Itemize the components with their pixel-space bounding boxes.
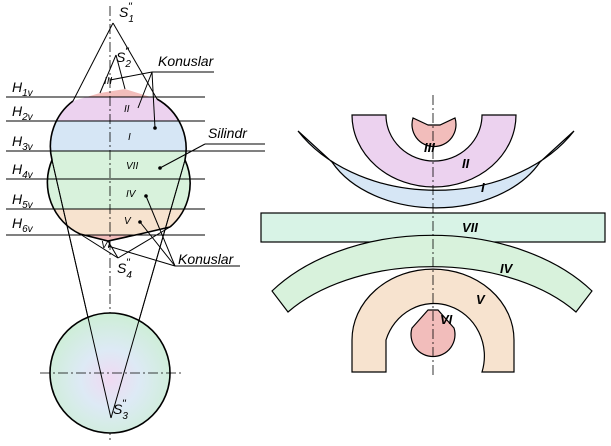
label-konuslar-bottom: Konuslar [178, 251, 235, 267]
zone-label-IV: IV [126, 189, 137, 200]
apex-label-s2: S2" [116, 46, 131, 70]
apex-label-s4: S4" [117, 257, 132, 281]
plane-label-h3: H3v [12, 133, 34, 153]
leader-dot [144, 194, 148, 198]
part-label-V: V [476, 292, 486, 307]
zone-label-VI: VI [101, 240, 111, 251]
cone-s3-left-overlay [51, 159, 112, 419]
plane-label-h2: H2v [12, 103, 34, 123]
cone-s2-right [115, 54, 126, 90]
part-II [351, 114, 517, 188]
cone-s2-left [99, 54, 117, 94]
plane-label-h1: H1v [12, 79, 34, 99]
plane-label-h6: H6v [12, 215, 34, 235]
label-konuslar-top: Konuslar [158, 53, 215, 69]
cone-s4-left [79, 233, 119, 259]
exploded-view: III II I VII IV V VI [260, 95, 606, 378]
zone-label-II: II [124, 104, 130, 115]
zone-label-I: I [128, 132, 131, 143]
zone-label-V: V [124, 216, 132, 227]
bottom-edge [79, 226, 171, 242]
zone-bands [47, 89, 191, 241]
part-V [351, 268, 515, 373]
leader-dot [153, 126, 157, 130]
band-VII [47, 151, 191, 179]
apex-label-s3: S3" [113, 398, 128, 422]
zone-label-VII: VII [126, 161, 138, 172]
part-label-II: II [462, 156, 470, 171]
leader-dot [138, 220, 142, 224]
part-IV [271, 234, 593, 313]
part-label-IV: IV [500, 261, 514, 276]
leader-lines [107, 71, 265, 267]
zone-label-III: III [104, 76, 113, 87]
band-VI [47, 235, 191, 241]
cone-s3-right-overlay [110, 159, 186, 419]
leader-dot [158, 166, 162, 170]
plane-lines [6, 96, 265, 236]
part-label-I: I [481, 180, 485, 195]
part-label-VII: VII [462, 220, 478, 235]
part-label-VI: VI [440, 312, 453, 327]
cone-s1-left [72, 22, 114, 102]
band-I [47, 121, 191, 151]
plane-label-h4: H4v [12, 161, 34, 181]
part-label-III: III [424, 140, 435, 155]
front-view: H1v H2v H3v H4v H5v H6v III II I VII IV … [6, 1, 265, 440]
part-I [297, 130, 575, 209]
apex-label-s1: S1" [119, 1, 134, 25]
cone-s1-right [112, 22, 158, 100]
label-silindr: Silindr [208, 125, 248, 141]
part-III [411, 117, 457, 148]
band-IV [47, 179, 191, 209]
top-view: S3" [40, 159, 186, 434]
band-III [47, 89, 191, 97]
plane-label-h5: H5v [12, 191, 34, 211]
